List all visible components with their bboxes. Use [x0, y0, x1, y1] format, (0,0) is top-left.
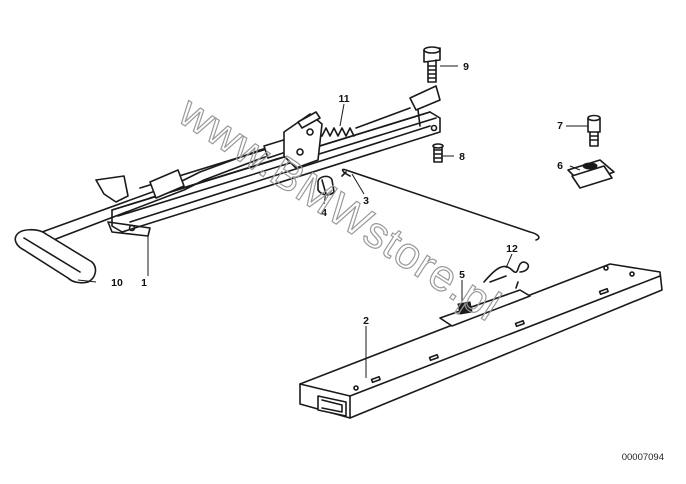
- bolt-9: [423, 46, 441, 83]
- release-cable: [341, 168, 540, 241]
- callout-3: 3: [363, 195, 369, 207]
- clip-nut: [567, 159, 615, 189]
- callout-5: 5: [459, 269, 465, 281]
- seat-rail-lower: [299, 263, 663, 419]
- callout-8: 8: [459, 151, 465, 163]
- callout-7: 7: [557, 120, 563, 132]
- callout-10: 10: [111, 277, 123, 289]
- nut: [457, 301, 473, 315]
- callout-4: 4: [321, 207, 327, 219]
- callout-2: 2: [363, 315, 369, 327]
- callout-12: 12: [506, 243, 518, 255]
- bolt-7: [587, 114, 601, 147]
- spring-clip: [483, 261, 530, 283]
- leader-lines: [77, 65, 588, 378]
- document-number: 00007094: [622, 452, 664, 463]
- callout-11: 11: [338, 93, 349, 105]
- clip: [317, 175, 335, 196]
- locking-mechanism: [283, 107, 411, 169]
- bolt-8: [432, 143, 444, 163]
- callout-9: 9: [463, 61, 469, 73]
- watermark: www.BMWstore.pl: [170, 87, 509, 331]
- callout-1: 1: [141, 277, 147, 289]
- callout-6: 6: [557, 160, 563, 172]
